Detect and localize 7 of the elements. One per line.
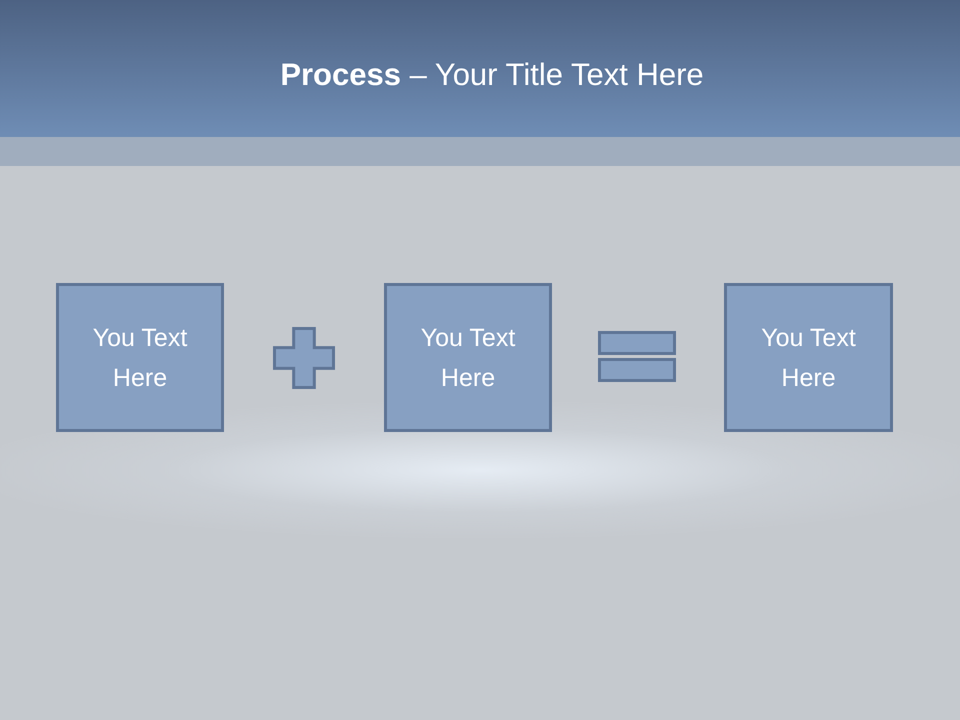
- box-text: You Text Here: [760, 322, 857, 394]
- process-box: [384, 283, 552, 432]
- process-box: [724, 283, 893, 432]
- process-box: [56, 283, 224, 432]
- box-text: You Text Here: [92, 322, 188, 394]
- box-text: You Text Here: [420, 322, 516, 394]
- slide-title: Process – Your Title Text Here: [280, 56, 704, 94]
